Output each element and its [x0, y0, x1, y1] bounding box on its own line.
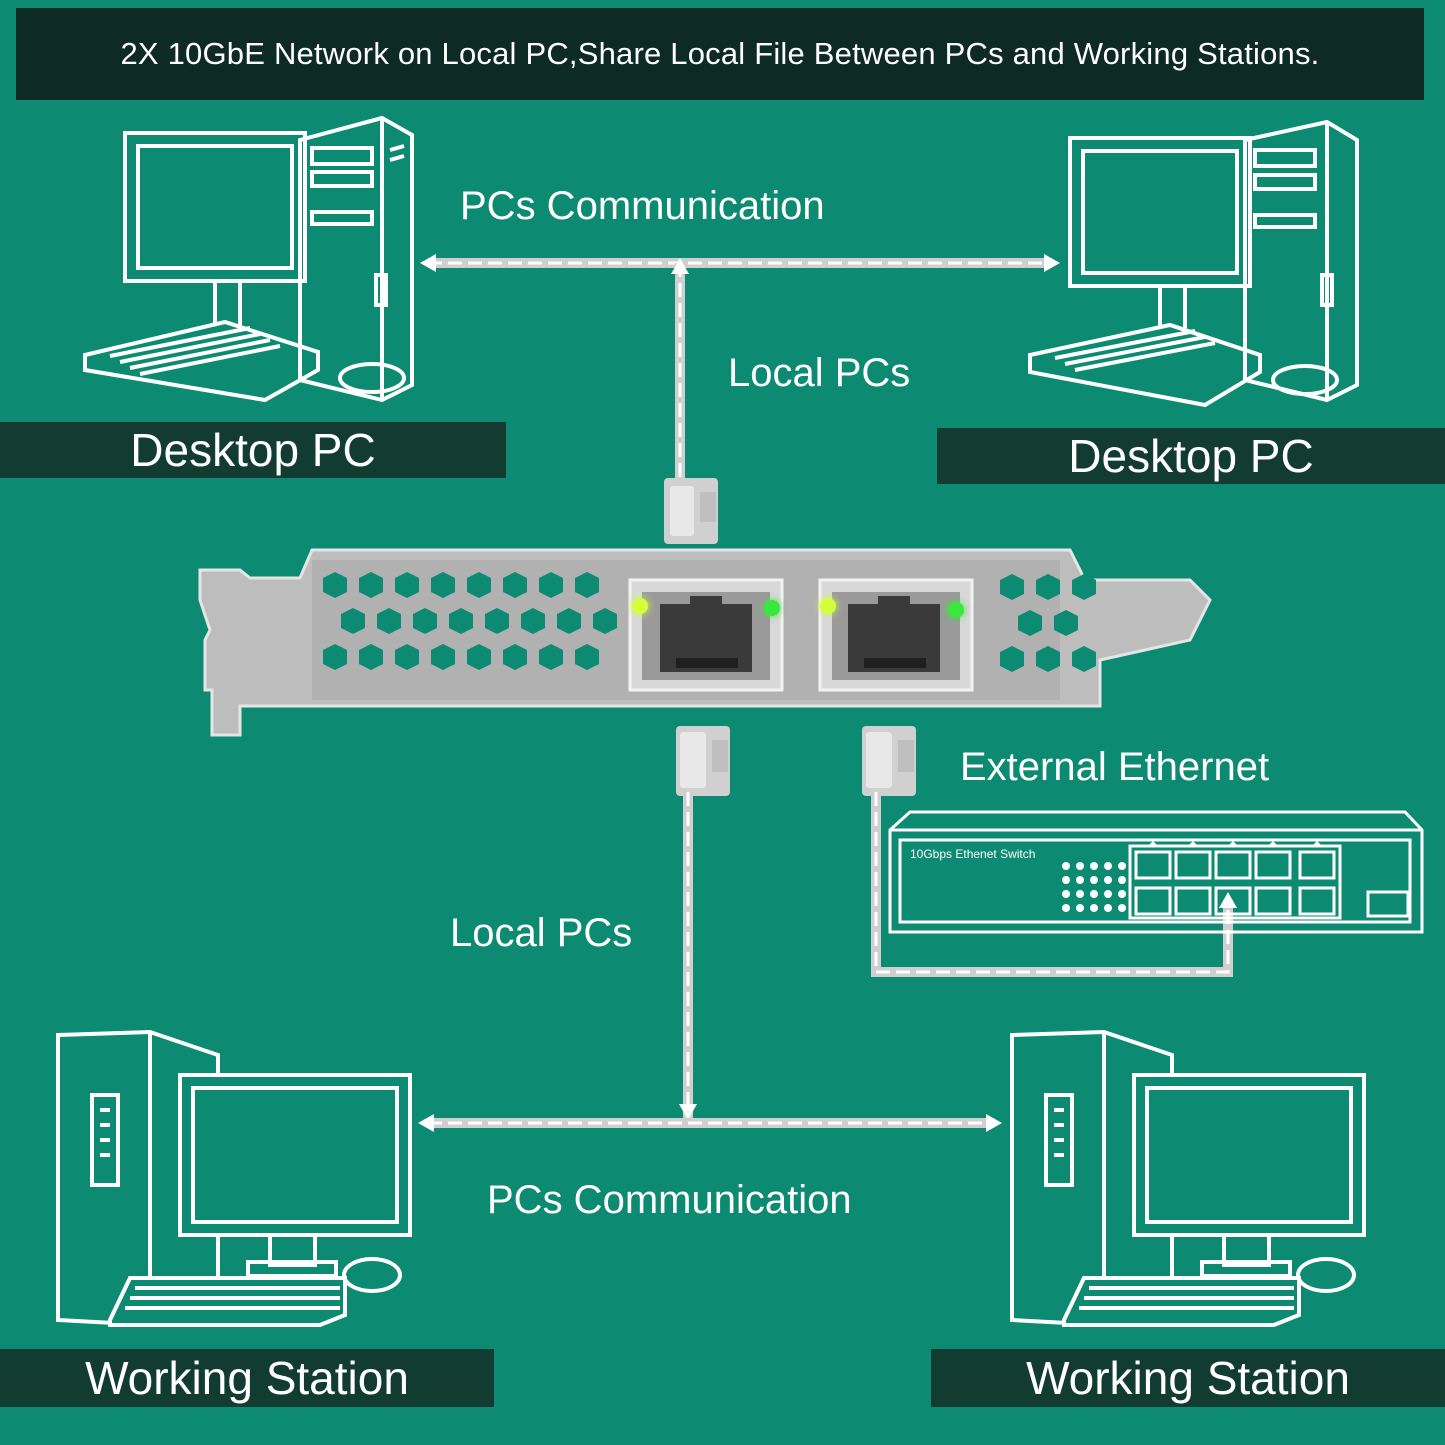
working-station-label: Working Station	[85, 1352, 409, 1404]
title-banner: 2X 10GbE Network on Local PC,Share Local…	[16, 8, 1424, 100]
bottom-cable	[418, 792, 1002, 1132]
bottom-left-device-label: Working Station	[0, 1349, 494, 1407]
desktop-pc-label: Desktop PC	[130, 424, 376, 476]
title-text: 2X 10GbE Network on Local PC,Share Local…	[120, 36, 1320, 71]
bottom-communication-label: PCs Communication	[487, 1178, 852, 1222]
working-station-icon	[1010, 1029, 1366, 1328]
ethernet-switch-icon	[888, 810, 1424, 934]
network-card-icon	[198, 548, 1212, 737]
desktop-pc-label: Desktop PC	[1068, 430, 1314, 482]
bottom-local-pcs-label: Local PCs	[450, 911, 633, 955]
rj45-connector-icon	[676, 726, 730, 796]
rj45-connector-icon	[862, 726, 916, 796]
desktop-pc-icon	[83, 115, 414, 403]
desktop-pc-icon	[1028, 119, 1359, 408]
top-right-device-label: Desktop PC	[937, 428, 1445, 484]
working-station-icon	[56, 1029, 412, 1328]
top-left-device-label: Desktop PC	[0, 422, 506, 478]
top-communication-label: PCs Communication	[460, 184, 825, 228]
external-ethernet-label: External Ethernet	[960, 745, 1270, 789]
switch-label: 10Gbps Ethenet Switch	[910, 847, 1036, 861]
working-station-label: Working Station	[1026, 1352, 1350, 1404]
rj45-connector-icon	[664, 478, 718, 544]
top-local-pcs-label: Local PCs	[728, 351, 911, 395]
top-cable	[420, 254, 1060, 505]
bottom-right-device-label: Working Station	[931, 1349, 1445, 1407]
external-cable	[871, 792, 1237, 977]
